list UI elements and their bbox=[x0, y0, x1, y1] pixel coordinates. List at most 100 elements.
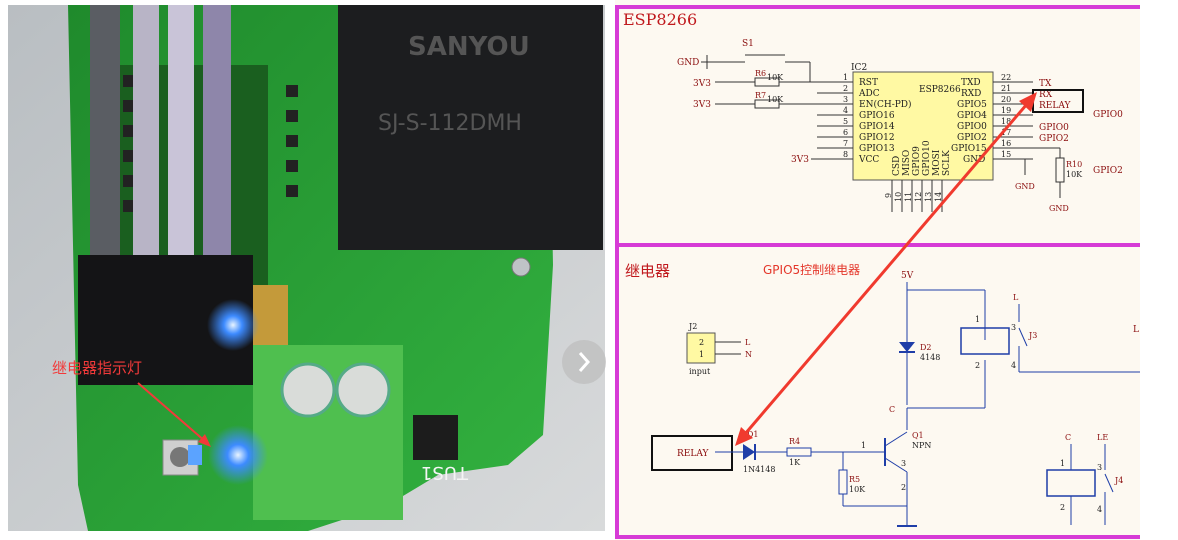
chip-name: ESP8266 bbox=[919, 85, 961, 95]
terminal-screw-2 bbox=[335, 362, 391, 418]
pin-label-gpio12: GPIO12 bbox=[859, 133, 895, 143]
pin-num: 9 bbox=[884, 193, 893, 198]
r4-value: 1K bbox=[789, 458, 801, 467]
pin-label-sclk: SCLK bbox=[942, 150, 952, 176]
right-pins: TXD RXD GPIO5 GPIO4 GPIO0 GPIO2 GPIO15 G… bbox=[951, 73, 1033, 165]
left-pins: RST ADC EN(CH-PD) GPIO16 GPIO14 GPIO12 G… bbox=[817, 73, 912, 165]
pin-num: 7 bbox=[843, 139, 848, 148]
contact-pin3: 3 bbox=[1011, 323, 1016, 332]
pin-num: 18 bbox=[1001, 117, 1011, 126]
q1-collector-pin: 2 bbox=[901, 483, 906, 492]
far-gpio2: GPIO2 bbox=[1093, 166, 1123, 176]
gpio5-connection-arrow bbox=[743, 103, 1029, 435]
d2-value: 4148 bbox=[920, 353, 940, 362]
pin-label-rst: RST bbox=[859, 78, 878, 88]
coil-pin1: 1 bbox=[975, 315, 980, 324]
bottom-pins: CSD MISO GPIO9 GPIO10 MOSI SCLK 9 10 11 … bbox=[884, 140, 952, 212]
pin-num: 3 bbox=[843, 95, 848, 104]
r6-label: R6 bbox=[755, 69, 766, 78]
ic-label: IC2 bbox=[851, 63, 867, 73]
pin-label-adc: ADC bbox=[858, 89, 880, 99]
q1-collector bbox=[884, 431, 908, 447]
ic-chip bbox=[413, 415, 458, 460]
switch-label: S1 bbox=[742, 39, 754, 49]
pin-label-txd: TXD bbox=[961, 78, 981, 88]
r7-value: 10K bbox=[767, 95, 784, 104]
pin-num: 15 bbox=[1001, 150, 1011, 159]
pin-label-gpio15: GPIO15 bbox=[951, 144, 987, 154]
net-tx: TX bbox=[1039, 79, 1052, 89]
pin-label-gnd: GND bbox=[963, 155, 985, 165]
pin-label-gpio10: GPIO10 bbox=[922, 140, 932, 176]
q1-value: NPN bbox=[912, 441, 931, 450]
pin-label-en: EN(CH-PD) bbox=[859, 99, 912, 110]
relay-indicator-led bbox=[208, 425, 268, 485]
pin-label-gpio0: GPIO0 bbox=[957, 122, 987, 132]
pin-num: 6 bbox=[843, 128, 848, 137]
pin-num: 14 bbox=[934, 192, 943, 202]
net-3v3-b: 3V3 bbox=[693, 100, 711, 110]
header-pins-left bbox=[123, 75, 135, 212]
q1-base-pin: 1 bbox=[861, 441, 866, 450]
q1-emitter bbox=[884, 457, 908, 473]
j2-l-net: L bbox=[745, 338, 751, 347]
pin-num: 11 bbox=[904, 192, 913, 202]
q1-emitter-pin: 3 bbox=[901, 459, 906, 468]
esp-section-title: ESP8266 bbox=[623, 10, 697, 29]
arrow-head-bottom bbox=[735, 427, 753, 446]
next-image-button[interactable] bbox=[562, 340, 606, 384]
pin-num: 10 bbox=[894, 192, 903, 202]
j4-contact-switch bbox=[1104, 473, 1114, 493]
pin-num: 17 bbox=[1001, 128, 1011, 137]
status-led bbox=[207, 299, 259, 351]
pin-num: 16 bbox=[1001, 139, 1011, 148]
net-3v3-a: 3V3 bbox=[693, 79, 711, 89]
r5-label: R5 bbox=[849, 475, 860, 484]
net-rx: RX bbox=[1039, 90, 1053, 100]
pin-label-mosi: MOSI bbox=[932, 149, 942, 176]
push-button-cap bbox=[170, 447, 190, 467]
pin-num: 2 bbox=[843, 84, 848, 93]
pin-label-gpio14: GPIO14 bbox=[859, 122, 895, 132]
pin-label-csd: CSD bbox=[892, 156, 902, 176]
net-gnd: GND bbox=[677, 58, 699, 68]
pin-label-gpio9: GPIO9 bbox=[912, 146, 922, 176]
d1-value: 1N4148 bbox=[743, 465, 775, 474]
r5-value: 10K bbox=[849, 485, 866, 494]
pin-label-gpio4: GPIO4 bbox=[957, 111, 987, 121]
r6-value: 10K bbox=[767, 73, 784, 82]
contact-switch bbox=[1018, 327, 1028, 347]
pin-label-miso: MISO bbox=[902, 150, 912, 176]
board-photo: SANYOU SJ-S-112DMH TUS1 继电器指示灯 bbox=[8, 5, 605, 531]
d2-label: D2 bbox=[920, 343, 932, 352]
pin-num: 1 bbox=[843, 73, 848, 82]
j4-node-c: C bbox=[1065, 433, 1071, 442]
edge-l: L bbox=[1133, 325, 1139, 335]
arrow-head-top bbox=[1019, 92, 1037, 112]
relay-coil-j3 bbox=[960, 327, 1010, 355]
indicator-annotation: 继电器指示灯 bbox=[52, 359, 142, 377]
j2-connector bbox=[686, 332, 716, 364]
j4-pin1: 1 bbox=[1060, 459, 1065, 468]
net-5v: 5V bbox=[901, 271, 914, 281]
j3-label: J3 bbox=[1028, 331, 1037, 340]
mount-screw bbox=[511, 257, 531, 277]
r7-label: R7 bbox=[755, 91, 766, 100]
j4-pin4: 4 bbox=[1097, 505, 1102, 514]
esp-chip bbox=[852, 71, 994, 181]
r10-label: R10 bbox=[1066, 160, 1082, 169]
j2-pin1: 1 bbox=[699, 350, 704, 359]
relay-input-net: RELAY bbox=[677, 449, 709, 459]
far-gpio0: GPIO0 bbox=[1093, 110, 1123, 120]
q1-label: Q1 bbox=[912, 431, 924, 440]
pin-label-gpio16: GPIO16 bbox=[859, 111, 895, 121]
j2-pin2: 2 bbox=[699, 338, 704, 347]
annotation-arrow-head bbox=[198, 434, 211, 447]
terminal-screw-1 bbox=[280, 362, 336, 418]
net-gpio2: GPIO2 bbox=[1039, 134, 1069, 144]
annotation-arrow-line bbox=[137, 382, 207, 443]
j2-label: J2 bbox=[688, 322, 697, 331]
pin-num: 8 bbox=[843, 150, 848, 159]
terminal-label: TUS1 bbox=[421, 462, 469, 483]
j2-input-label: input bbox=[689, 367, 711, 376]
